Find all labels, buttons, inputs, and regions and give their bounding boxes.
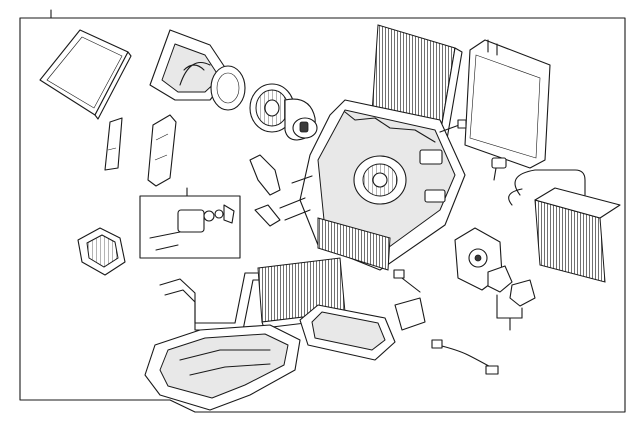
wiring-harness <box>431 339 499 375</box>
resistor-module <box>393 269 426 331</box>
hvac-main-case <box>299 99 466 271</box>
diagram-frame <box>19 9 626 413</box>
blower-upper-case <box>149 29 246 111</box>
cabin-filter-panel <box>39 29 132 120</box>
filter-clip-right <box>147 114 177 187</box>
temp-sensor <box>439 119 467 133</box>
evaporator-core <box>464 39 551 169</box>
lower-case-drain-pan <box>144 324 301 411</box>
blower-motor-wheel <box>249 83 318 141</box>
mounting-bolts <box>279 175 313 221</box>
recirc-door-housing <box>299 304 396 361</box>
mode-actuators <box>487 265 536 331</box>
filter-clip-left <box>104 117 123 171</box>
condenser-core <box>508 169 621 283</box>
actuator-bracket <box>249 154 281 227</box>
valve-sensor <box>491 157 507 181</box>
expansion-valve-kit <box>139 187 241 259</box>
vent-duct-grille <box>77 227 126 276</box>
